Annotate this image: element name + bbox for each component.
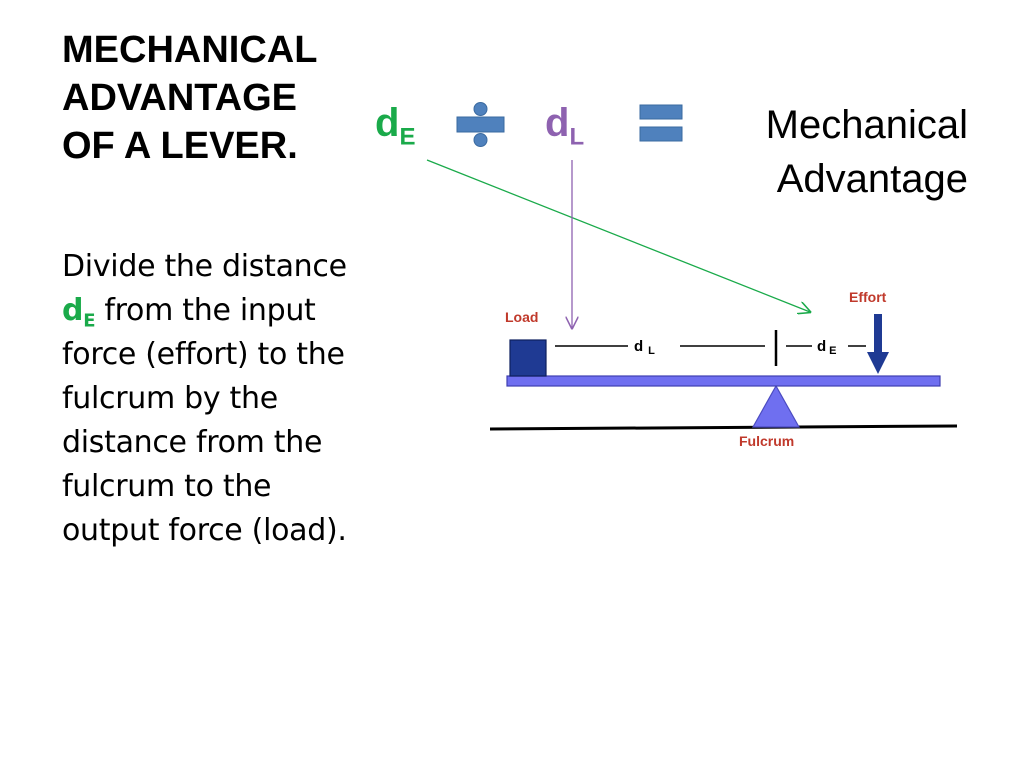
divide-sign-icon (456, 102, 505, 147)
explanation-part-1: Divide the distance (62, 249, 347, 284)
formula-load-distance: dL (545, 101, 584, 149)
title-line-2: ADVANTAGE (62, 77, 298, 119)
effort-label: Effort (849, 289, 887, 305)
effort-arrow-icon (867, 314, 889, 374)
mechanical-advantage-label: Mechanical Advantage (766, 98, 968, 206)
load-box (509, 339, 547, 377)
explanation-paragraph: Divide the distance dE from the input fo… (62, 245, 372, 553)
ground-line (489, 424, 958, 431)
de-main: d (62, 293, 84, 328)
formula-dl-main: d (545, 101, 570, 145)
formula-de-sub: E (399, 123, 416, 151)
title-line-1: MECHANICAL (62, 29, 318, 71)
ma-line-2: Advantage (776, 157, 968, 201)
formula-dl-sub: L (569, 123, 585, 151)
de-sub: E (83, 310, 96, 332)
fulcrum-label: Fulcrum (739, 433, 794, 449)
load-label: Load (505, 309, 538, 325)
title-line-3: OF A LEVER. (62, 125, 298, 167)
explanation-part-2: from the input force (effort) to the ful… (62, 293, 347, 548)
formula-de-main: d (375, 101, 400, 145)
effort-distance-pointer-arrow (426, 159, 810, 312)
formula-effort-distance: dE (375, 101, 415, 149)
equals-sign-icon (639, 104, 683, 142)
lever-bar (506, 375, 941, 387)
ma-line-1: Mechanical (765, 103, 968, 147)
fulcrum-triangle (751, 384, 801, 428)
slide-title: MECHANICAL ADVANTAGE OF A LEVER. (62, 26, 362, 170)
explanation-de-symbol: dE (62, 293, 96, 332)
